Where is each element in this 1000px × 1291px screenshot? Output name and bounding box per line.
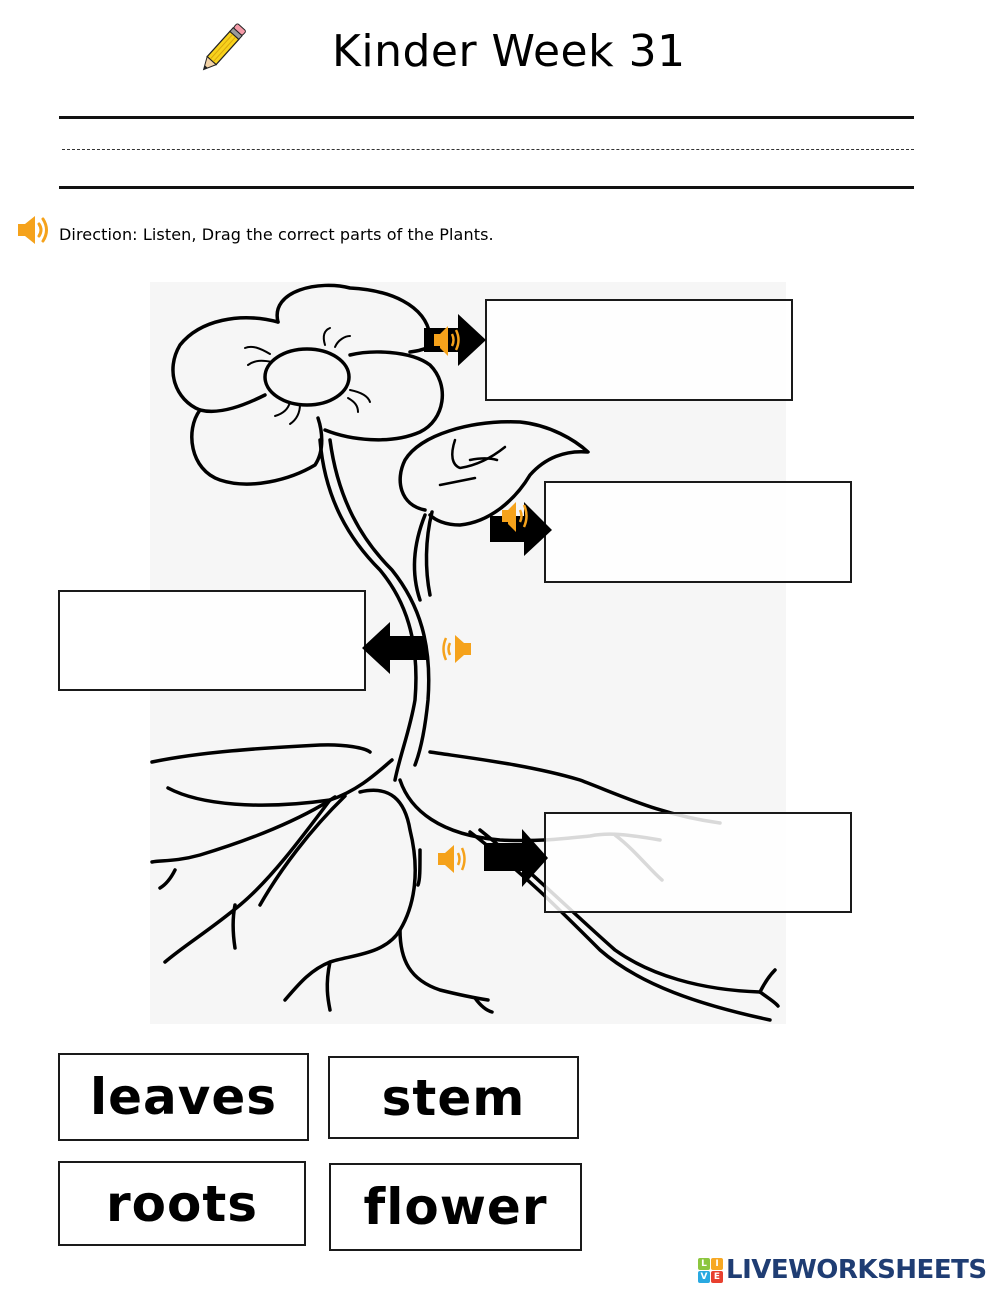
word-tile-label: roots — [105, 1174, 259, 1233]
direction-text: Direction: Listen, Drag the correct part… — [59, 225, 494, 244]
speaker-icon — [502, 502, 528, 532]
word-tile-label: leaves — [89, 1068, 278, 1126]
word-tile-label: flower — [363, 1178, 548, 1236]
arrow-roots — [482, 829, 550, 887]
word-tile-stem[interactable]: stem — [328, 1056, 579, 1139]
speaker-icon[interactable] — [436, 842, 472, 876]
word-tile-flower[interactable]: flower — [329, 1163, 582, 1251]
drop-target-stem[interactable] — [58, 590, 366, 691]
word-tile-roots[interactable]: roots — [58, 1161, 306, 1246]
word-tile-label: stem — [381, 1068, 526, 1127]
logo-text: LIVEWORKSHEETS — [726, 1255, 987, 1285]
speaker-icon — [434, 326, 460, 356]
audio-arrow-flower[interactable] — [422, 312, 488, 368]
arrow-stem — [360, 620, 428, 676]
drop-target-roots[interactable] — [544, 812, 852, 913]
drop-target-leaves[interactable] — [544, 481, 852, 583]
writing-line-dashed — [62, 149, 914, 150]
drop-target-flower[interactable] — [485, 299, 793, 401]
word-tile-leaves[interactable]: leaves — [58, 1053, 309, 1141]
page-title: Kinder Week 31 — [332, 26, 686, 77]
audio-arrow-leaves[interactable] — [488, 500, 554, 558]
writing-line-top — [59, 116, 914, 119]
pencil-icon — [192, 18, 254, 78]
writing-line-bottom — [59, 186, 914, 189]
logo-badge-icon: L I V E — [698, 1257, 723, 1283]
speaker-icon[interactable] — [16, 213, 54, 247]
speaker-icon[interactable] — [438, 632, 474, 666]
liveworksheets-logo[interactable]: L I V E LIVEWORKSHEETS — [698, 1256, 987, 1284]
